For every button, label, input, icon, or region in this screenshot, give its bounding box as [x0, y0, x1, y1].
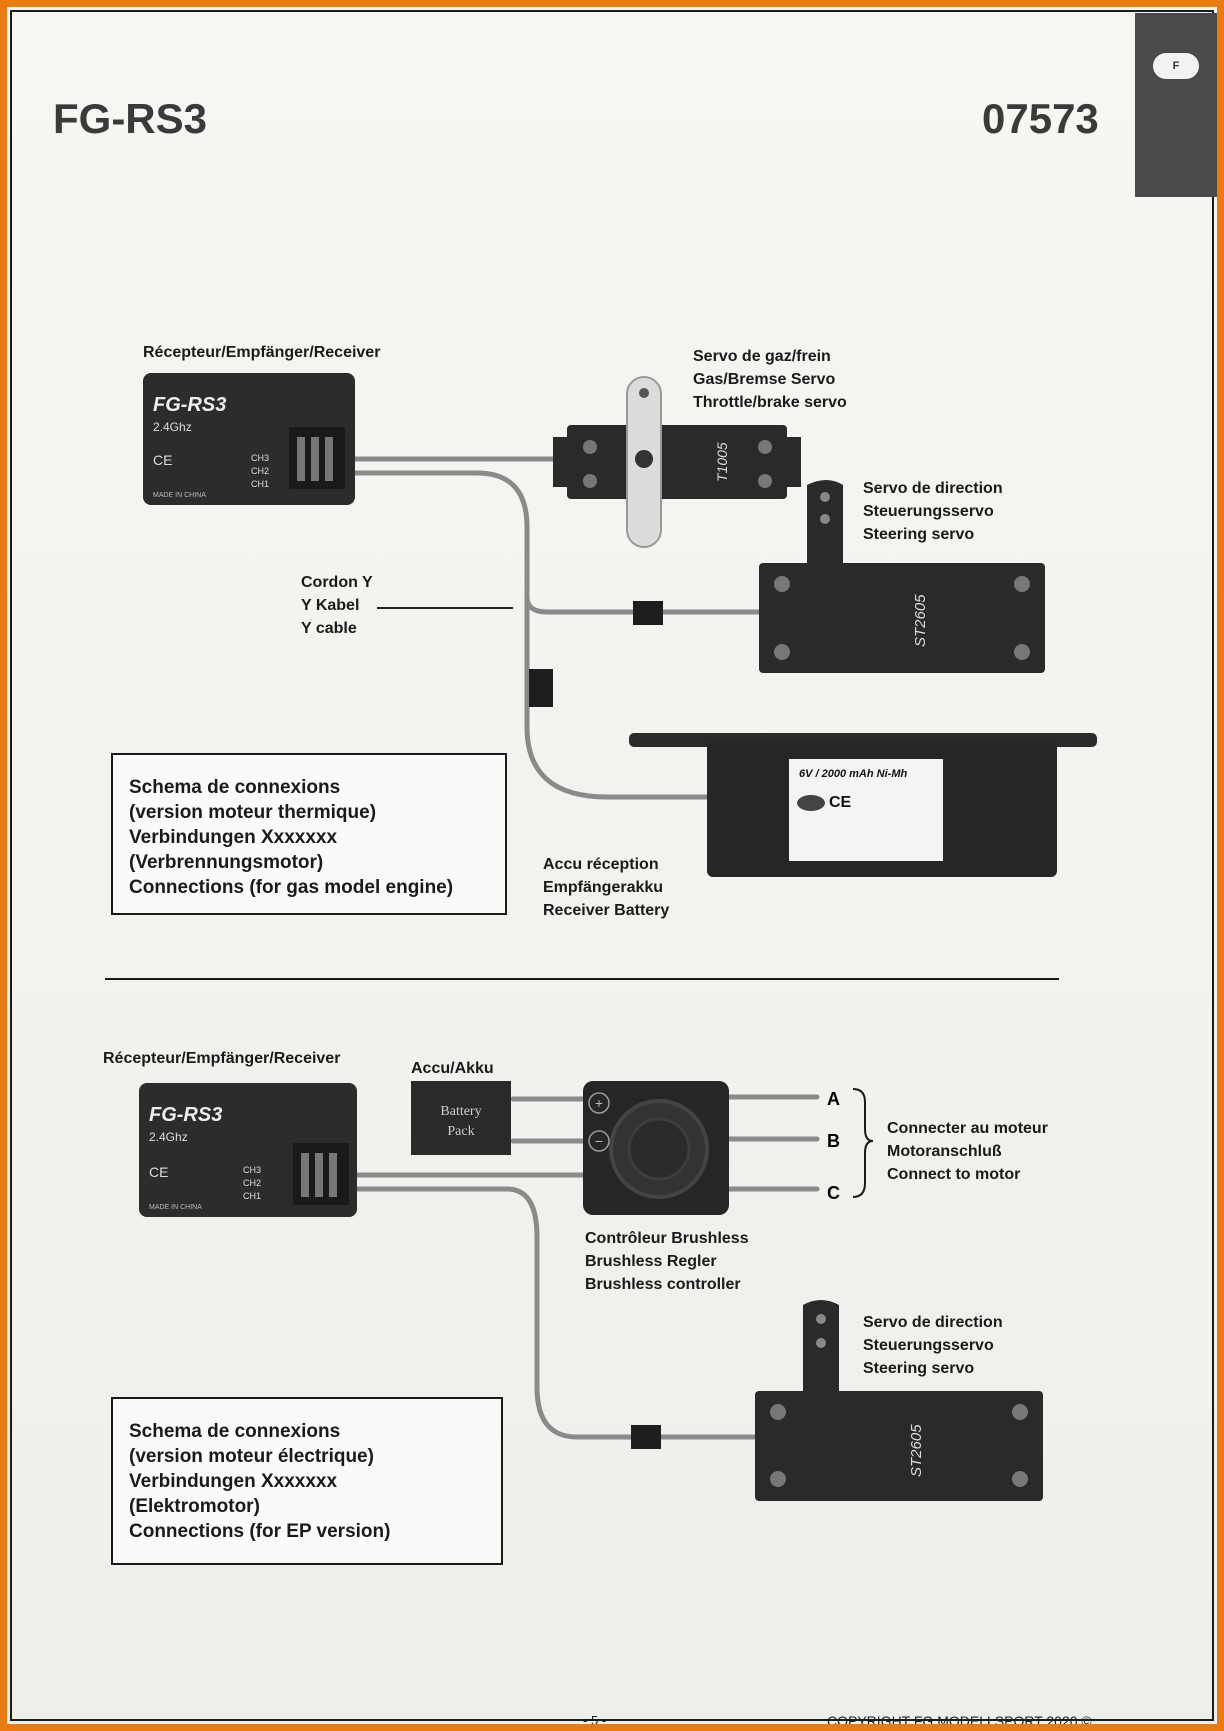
svg-text:CH3: CH3: [243, 1165, 261, 1175]
battery-spec: 6V / 2000 mAh Ni-Mh: [799, 768, 907, 780]
motor-lead-b: B: [827, 1131, 840, 1151]
language-tab-letter: F: [1153, 53, 1199, 79]
svg-text:CH2: CH2: [243, 1178, 261, 1188]
motor-lead-a: A: [827, 1089, 840, 1109]
brushless-controller-label: Contrôleur Brushless Brushless Regler Br…: [585, 1230, 749, 1293]
motor-lead-c: C: [827, 1183, 840, 1203]
svg-text:2.4Ghz: 2.4Ghz: [149, 1130, 188, 1144]
y-cable-label: Cordon Y Y Kabel Y cable: [301, 574, 373, 637]
svg-text:MADE IN CHINA: MADE IN CHINA: [153, 492, 206, 499]
svg-text:−: −: [595, 1133, 603, 1149]
accu-label: Accu/Akku: [411, 1060, 494, 1077]
throttle-servo: T1005: [553, 376, 801, 548]
model-title: FG-RS3: [53, 95, 208, 142]
ep-connection-box: Schema de connexions (version moteur éle…: [111, 1397, 503, 1565]
receiver-battery-label: Accu réception Empfängerakku Receiver Ba…: [543, 856, 670, 919]
wiring-diagrams: FG-RS3 2.4Ghz CE CH3 CH2 CH1 MADE IN CHI…: [105, 373, 1097, 1501]
throttle-servo-label: Servo de gaz/frein Gas/Bremse Servo Thro…: [693, 348, 847, 411]
top-wires: [349, 456, 770, 800]
steering-servo-bottom-model: ST2605: [908, 1424, 925, 1477]
svg-text:CH1: CH1: [251, 479, 269, 489]
bottom-wires: [354, 1094, 820, 1440]
connect-motor-label: Connecter au moteur Motoranschluß Connec…: [887, 1120, 1048, 1183]
steering-servo-bottom: ST2605: [755, 1300, 1043, 1501]
svg-text:MADE IN CHINA: MADE IN CHINA: [149, 1204, 202, 1211]
servo-connector-bottom: [631, 1425, 661, 1449]
steering-servo-label-top: Servo de direction Steuerungsservo Steer…: [863, 480, 1003, 543]
battery-pack-line-2: Pack: [447, 1124, 474, 1139]
receiver-bottom: FG-RS3 2.4Ghz CE CH3 CH2 CH1 MADE IN CHI…: [139, 1083, 357, 1217]
receiver-top: FG-RS3 2.4Ghz CE CH3 CH2 CH1 MADE IN CHI…: [143, 373, 355, 505]
receiver-top-model: FG-RS3: [153, 394, 226, 416]
copyright: COPYRIGHT FG MODELLSPORT 2020 ©: [827, 1713, 1092, 1729]
footer-rule: [65, 1725, 555, 1726]
svg-text:CH2: CH2: [251, 466, 269, 476]
steering-servo-label-bottom: Servo de direction Steuerungsservo Steer…: [863, 1314, 1003, 1377]
receiver-label-top: Récepteur/Empfänger/Receiver: [143, 344, 381, 361]
svg-text:CE: CE: [153, 452, 172, 468]
y-cable-connector-top: [633, 601, 663, 625]
receiver-label-bottom: Récepteur/Empfänger/Receiver: [103, 1050, 341, 1067]
svg-text:CH3: CH3: [251, 453, 269, 463]
svg-text:CE: CE: [149, 1164, 168, 1180]
language-tab: F: [1135, 13, 1217, 197]
steering-servo-top: ST2605: [759, 480, 1045, 673]
gas-connection-box: Schema de connexions (version moteur the…: [111, 753, 507, 915]
svg-text:CH1: CH1: [243, 1191, 261, 1201]
motor-leads-brace: [852, 1088, 874, 1198]
battery-pack: Battery Pack: [411, 1081, 511, 1155]
svg-text:+: +: [595, 1095, 603, 1111]
receiver-top-freq: 2.4Ghz: [153, 420, 192, 434]
throttle-servo-model: T1005: [714, 442, 730, 482]
steering-servo-top-model: ST2605: [912, 594, 929, 647]
receiver-battery: 6V / 2000 mAh Ni-Mh CE: [629, 733, 1097, 877]
page-number: - 5 -: [583, 1713, 607, 1728]
receiver-bottom-model: FG-RS3: [149, 1104, 222, 1126]
svg-text:CE: CE: [829, 794, 852, 811]
y-cable-connector-mid: [529, 669, 553, 707]
battery-pack-line-1: Battery: [440, 1104, 481, 1119]
product-code: 07573: [982, 95, 1099, 142]
brushless-controller: + −: [583, 1081, 729, 1215]
